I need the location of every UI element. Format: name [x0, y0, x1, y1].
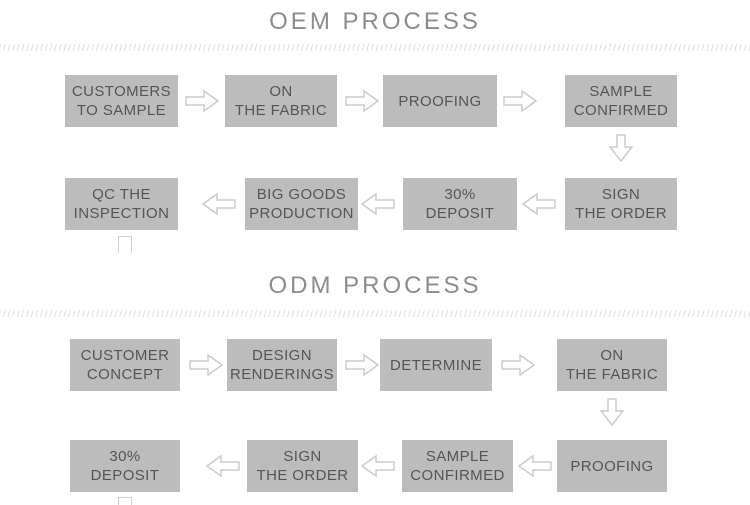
arrow-right-icon	[345, 89, 379, 113]
arrow-down-icon	[600, 398, 624, 426]
arrow-down-stem-partial-icon	[118, 497, 132, 505]
odm-step-on-the-fabric: ON THE FABRIC	[557, 339, 667, 391]
arrow-down-stem-partial-icon	[118, 236, 132, 253]
arrow-right-icon	[185, 89, 219, 113]
arrow-left-icon	[361, 454, 395, 478]
odm-step-determine: DETERMINE	[380, 339, 492, 391]
arrow-right-icon	[189, 353, 223, 377]
oem-step-customers-to-sample: CUSTOMERS TO SAMPLE	[65, 75, 178, 127]
arrow-left-icon	[361, 192, 395, 216]
odm-step-30-deposit: 30% DEPOSIT	[70, 440, 180, 492]
arrow-left-icon	[202, 192, 236, 216]
odm-step-sign-the-order: SIGN THE ORDER	[247, 440, 358, 492]
section-divider	[0, 44, 750, 51]
odm-process-title: ODM PROCESS	[268, 272, 482, 299]
arrow-right-icon	[503, 89, 537, 113]
oem-step-30-deposit: 30% DEPOSIT	[403, 178, 517, 230]
arrow-right-icon	[345, 353, 379, 377]
odm-step-customer-concept: CUSTOMER CONCEPT	[70, 339, 180, 391]
oem-step-big-goods-production: BIG GOODS PRODUCTION	[245, 178, 358, 230]
oem-step-on-the-fabric: ON THE FABRIC	[225, 75, 337, 127]
section-divider	[0, 310, 750, 317]
oem-step-proofing: PROOFING	[383, 75, 497, 127]
odm-step-proofing: PROOFING	[557, 440, 667, 492]
oem-step-sign-the-order: SIGN THE ORDER	[565, 178, 677, 230]
oem-step-sample-confirmed: SAMPLE CONFIRMED	[565, 75, 677, 127]
odm-step-sample-confirmed: SAMPLE CONFIRMED	[402, 440, 513, 492]
odm-step-design-renderings: DESIGN RENDERINGS	[227, 339, 337, 391]
arrow-left-icon	[518, 454, 552, 478]
oem-process-title: OEM PROCESS	[269, 8, 481, 35]
arrow-right-icon	[501, 353, 535, 377]
arrow-left-icon	[522, 192, 556, 216]
arrow-left-icon	[206, 454, 240, 478]
arrow-down-icon	[609, 134, 633, 162]
oem-step-qc-the-inspection: QC THE INSPECTION	[65, 178, 178, 230]
